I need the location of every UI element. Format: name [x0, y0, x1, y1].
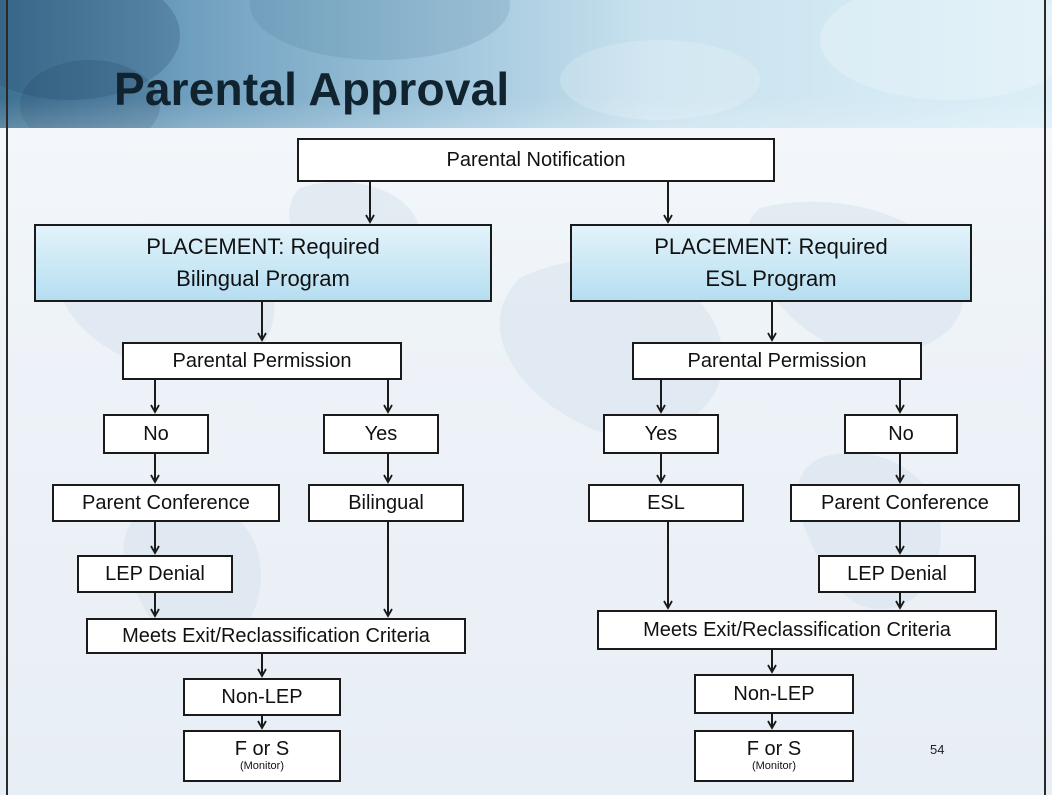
right-lep-denial-box: LEP Denial — [818, 555, 976, 593]
parental-notification-box: Parental Notification — [297, 138, 775, 182]
right-non-lep-box: Non-LEP — [694, 674, 854, 714]
left-parent-conference-box: Parent Conference — [52, 484, 280, 522]
left-lep-denial-box: LEP Denial — [77, 555, 233, 593]
left-yes-label: Yes — [364, 423, 398, 445]
page-title: Parental Approval — [114, 63, 510, 115]
left-lep-denial-label: LEP Denial — [105, 563, 205, 585]
page-number: 54 — [930, 742, 945, 757]
right-non-lep-label: Non-LEP — [733, 683, 815, 705]
left-status-text: F or S (Monitor) — [234, 737, 290, 773]
left-non-lep-box: Non-LEP — [183, 678, 341, 716]
title-bar: Parental Approval — [0, 0, 1052, 128]
esl-placement-line1: PLACEMENT: Required — [654, 234, 888, 260]
header-texture — [560, 40, 760, 120]
esl-box: ESL — [588, 484, 744, 522]
bilingual-box: Bilingual — [308, 484, 464, 522]
header-shade — [0, 98, 1052, 128]
right-status-box: F or S (Monitor) — [694, 730, 854, 782]
right-parental-permission-box: Parental Permission — [632, 342, 922, 380]
right-parent-conference-label: Parent Conference — [821, 492, 989, 514]
right-parental-permission-label: Parental Permission — [687, 350, 867, 372]
bilingual-placement-line1: PLACEMENT: Required — [146, 234, 380, 260]
right-status-text: F or S (Monitor) — [746, 737, 802, 773]
left-parental-permission-box: Parental Permission — [122, 342, 402, 380]
header-texture — [20, 60, 160, 128]
esl-placement-line2: ESL Program — [705, 266, 837, 291]
bilingual-placement-box: PLACEMENT: Required Bilingual Program — [34, 224, 492, 302]
right-exit-criteria-label: Meets Exit/Reclassification Criteria — [643, 619, 951, 641]
right-yes-box: Yes — [603, 414, 719, 454]
left-parental-permission-label: Parental Permission — [172, 350, 352, 372]
left-exit-criteria-label: Meets Exit/Reclassification Criteria — [122, 625, 430, 647]
parental-notification-label: Parental Notification — [446, 149, 626, 171]
left-no-label: No — [143, 423, 169, 445]
right-status-note: (Monitor) — [751, 759, 796, 772]
bilingual-placement-text: PLACEMENT: Required Bilingual Program — [146, 231, 380, 295]
right-no-box: No — [844, 414, 958, 454]
esl-placement-text: PLACEMENT: Required ESL Program — [654, 231, 888, 295]
esl-placement-box: PLACEMENT: Required ESL Program — [570, 224, 972, 302]
left-non-lep-label: Non-LEP — [221, 686, 303, 708]
right-lep-denial-label: LEP Denial — [847, 563, 947, 585]
bilingual-placement-line2: Bilingual Program — [176, 266, 350, 291]
left-status-box: F or S (Monitor) — [183, 730, 341, 782]
left-no-box: No — [103, 414, 209, 454]
right-parent-conference-box: Parent Conference — [790, 484, 1020, 522]
right-status-label: F or S — [746, 737, 802, 760]
left-status-label: F or S — [234, 737, 290, 760]
bilingual-label: Bilingual — [348, 492, 424, 514]
esl-label: ESL — [647, 492, 685, 514]
left-parent-conference-label: Parent Conference — [82, 492, 250, 514]
right-no-label: No — [888, 423, 914, 445]
left-status-note: (Monitor) — [239, 759, 284, 772]
right-exit-criteria-box: Meets Exit/Reclassification Criteria — [597, 610, 997, 650]
right-yes-label: Yes — [644, 423, 678, 445]
left-exit-criteria-box: Meets Exit/Reclassification Criteria — [86, 618, 466, 654]
left-yes-box: Yes — [323, 414, 439, 454]
